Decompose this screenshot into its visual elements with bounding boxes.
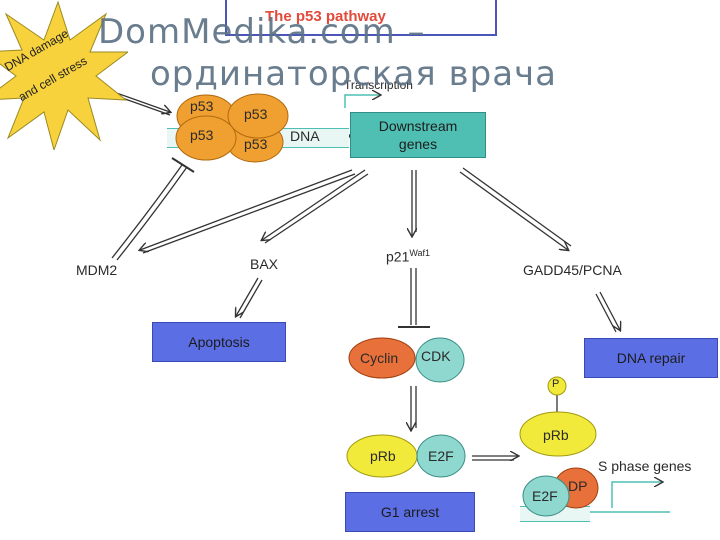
released-prb-label: pRb (543, 427, 569, 443)
arrow-to-bax (262, 169, 366, 240)
title-box: The p53 pathway (225, 0, 497, 36)
arrow-gadd45-to-repair (599, 291, 620, 330)
inhibit-mdm2-p53 (111, 164, 183, 259)
p53-subunit: p53 (244, 136, 268, 152)
apoptosis-box: Apoptosis (152, 322, 286, 362)
phosphate-icon (547, 376, 567, 396)
bax-label: BAX (250, 256, 279, 272)
e2f-dp-complex (522, 467, 599, 517)
p21-name: p21 (386, 248, 410, 265)
arrow-to-mdm2 (140, 169, 353, 250)
arrow-s-phase (611, 482, 662, 508)
p21-superscript: Waf1 (409, 248, 431, 258)
diagram-title: The p53 pathway (265, 8, 386, 25)
released-prb (519, 411, 597, 457)
stress-burst-icon (0, 0, 128, 150)
cdk-label: CDK (421, 348, 451, 364)
mdm2-label: MDM2 (76, 262, 118, 278)
downstream-line1: Downstream (378, 118, 458, 134)
p53-subunit: p53 (190, 127, 214, 143)
dna-label: DNA (290, 128, 320, 144)
cyclin-label: Cyclin (360, 350, 399, 366)
released-dp-label: DP (568, 478, 588, 494)
cyclin-cdk-complex (348, 337, 465, 383)
p21-label: p21Waf1 (386, 248, 430, 265)
prb-label: pRb (370, 448, 396, 464)
released-e2f-label: E2F (532, 488, 558, 504)
g1-arrest-box: G1 arrest (345, 492, 475, 532)
downstream-genes-box: Downstream genes (350, 112, 486, 158)
arrow-bax-to-apoptosis (236, 277, 259, 316)
transcription-label: Transcription (344, 78, 413, 92)
downstream-line2: genes (398, 136, 438, 152)
e2f-label: E2F (428, 448, 454, 464)
phosphate-label: P (552, 378, 560, 390)
p53-subunit: p53 (244, 106, 268, 122)
arrow-to-gadd45 (459, 171, 568, 250)
arrow-transcription (344, 95, 380, 108)
dna-repair-box: DNA repair (584, 338, 718, 378)
p53-subunit: p53 (190, 98, 214, 114)
p53-tetramer (175, 93, 289, 163)
s-phase-genes-label: S phase genes (598, 458, 692, 474)
watermark-line2: ординаторская врача (150, 54, 557, 94)
watermark-line1: DomMedika.com – (98, 12, 426, 52)
prb-e2f-complex (346, 434, 466, 478)
gadd45-label: GADD45/PCNA (523, 262, 622, 278)
